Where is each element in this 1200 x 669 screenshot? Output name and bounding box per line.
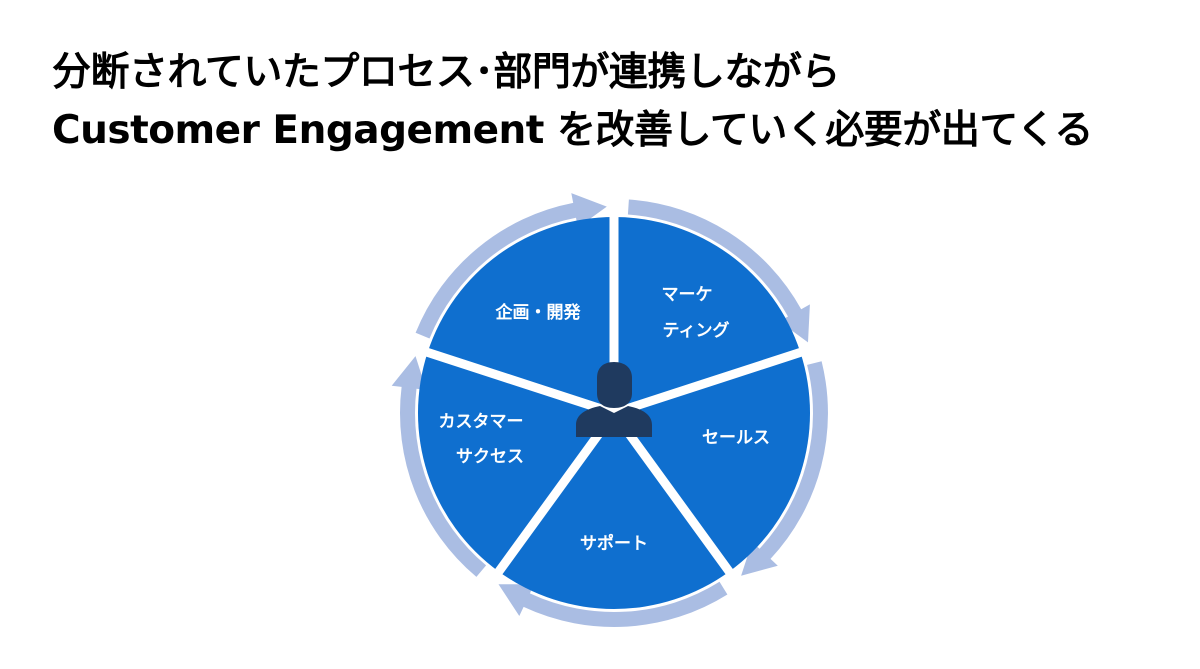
cycle-arrow-customer-success — [391, 356, 487, 577]
segment-label-support: サポート — [580, 533, 648, 554]
segment-label-customer-success: カスタマー サクセス — [439, 412, 530, 467]
segment-label-marketing: マーケ ティング — [662, 285, 730, 341]
divider-line — [395, 338, 616, 418]
divider-line — [610, 410, 752, 601]
label-marketing-line2: ティング — [663, 320, 730, 341]
cycle-arrow-marketing — [627, 199, 810, 343]
divider-line — [612, 338, 833, 418]
divider-line — [476, 410, 618, 601]
title-line-1: 分断されていたプロセス･部門が連携しながら — [52, 50, 840, 95]
segment-label-planning-development: 企画・開発 — [495, 302, 582, 323]
cycle-arrow-planning-development — [415, 193, 607, 339]
segment-support — [498, 413, 730, 610]
cycle-arrow-support — [498, 581, 728, 627]
title-line-2: Customer Engagement を改善していく必要が出てくる — [52, 108, 1093, 153]
label-cs-line1: カスタマー — [439, 412, 524, 432]
page-title: 分断されていたプロセス･部門が連携しながら Customer Engagemen… — [52, 44, 1093, 160]
label-planning-line1: 企画・開発 — [495, 302, 582, 323]
person-icon — [576, 362, 652, 437]
segment-label-sales: セールス — [702, 428, 770, 448]
label-support-line1: サポート — [580, 533, 648, 554]
label-marketing-line1: マーケ — [662, 285, 713, 305]
label-sales-line1: セールス — [702, 428, 770, 448]
label-cs-line2: サクセス — [456, 447, 524, 467]
segment-customer-success — [417, 352, 614, 572]
cycle-segments — [417, 217, 811, 610]
segment-sales — [614, 352, 811, 572]
